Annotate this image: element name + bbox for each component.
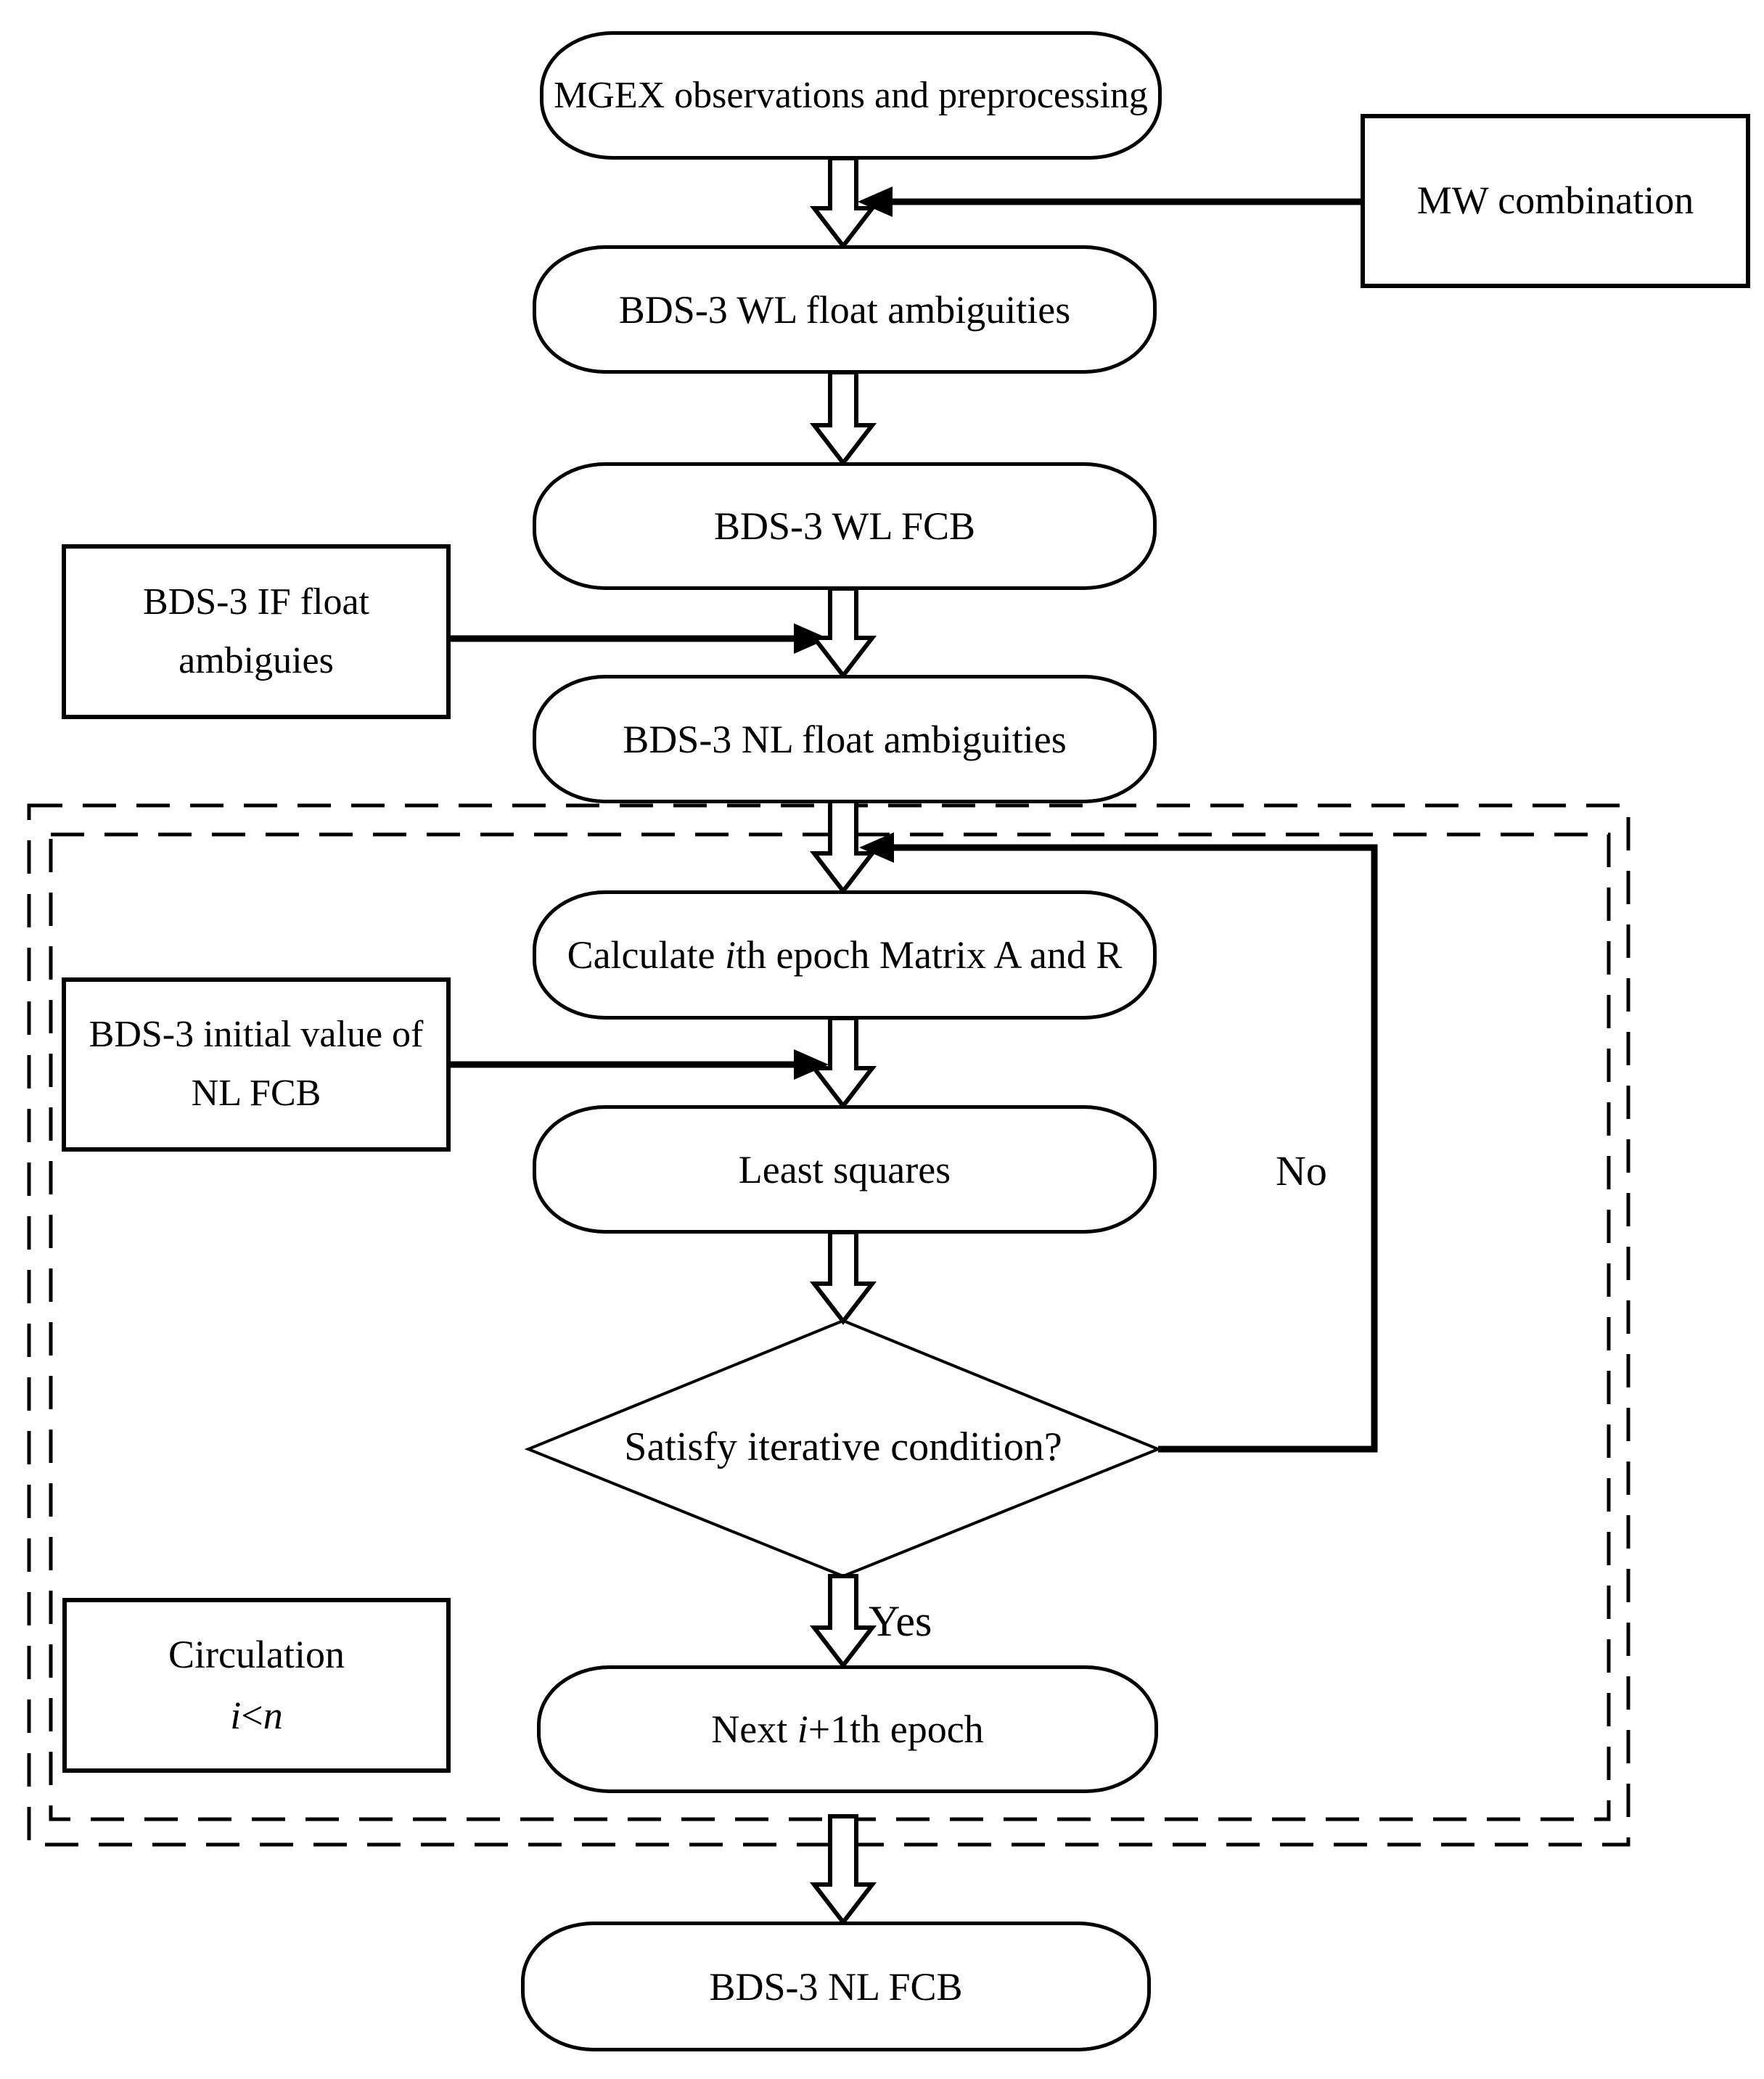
if-float-connector-arrowhead-icon: [794, 623, 829, 654]
node-nl-float-label: BDS-3 NL float ambiguities: [623, 717, 1067, 761]
mw-connector-arrowhead-icon: [858, 186, 893, 217]
down-arrow-icon-6: [809, 1230, 877, 1325]
node-calculate-matrix: Calculate ith epoch Matrix A and R: [533, 890, 1157, 1020]
circulation-label-line1: Circulation: [168, 1632, 345, 1676]
circulation-operator: <: [241, 1693, 263, 1737]
no-feedback-line: [894, 844, 1378, 1453]
circulation-label-line2: i<n: [230, 1686, 282, 1747]
down-arrow-icon-yes: [809, 1574, 877, 1669]
next-epoch-label-var-i: i: [797, 1707, 808, 1751]
initial-value-label-line1: BDS-3 initial value of: [89, 1014, 424, 1056]
node-initial-value-nl-fcb: BDS-3 initial value of NL FCB: [62, 977, 451, 1152]
down-arrow-icon-4: [809, 798, 877, 895]
down-arrow-icon-3: [809, 586, 877, 679]
node-wl-fcb: BDS-3 WL FCB: [533, 462, 1157, 590]
down-arrow-icon-5: [809, 1016, 877, 1110]
node-calculate-label: Calculate ith epoch Matrix A and R: [567, 932, 1123, 977]
node-mgex-observations: MGEX observations and preprocessing: [540, 31, 1162, 160]
down-arrow-icon-2: [809, 370, 877, 467]
next-epoch-label-post: +1th epoch: [808, 1707, 984, 1751]
node-next-epoch-label: Next i+1th epoch: [711, 1707, 983, 1752]
initial-value-label-line2: NL FCB: [191, 1073, 321, 1114]
node-mw-combination-label: MW combination: [1416, 179, 1694, 223]
circulation-var-n: n: [263, 1693, 283, 1737]
node-nl-fcb-result: BDS-3 NL FCB: [521, 1922, 1151, 2051]
node-wl-float-ambiguities: BDS-3 WL float ambiguities: [533, 245, 1157, 374]
node-least-squares: Least squares: [533, 1105, 1157, 1234]
node-next-epoch: Next i+1th epoch: [537, 1665, 1158, 1793]
if-float-label-line2: ambiguies: [179, 639, 334, 681]
edge-label-no: No: [1276, 1147, 1327, 1194]
node-least-squares-label: Least squares: [738, 1147, 951, 1192]
down-arrow-icon-1: [809, 156, 877, 250]
next-epoch-label-pre: Next: [711, 1707, 797, 1751]
if-float-label-line1: BDS-3 IF float: [143, 581, 369, 623]
node-nl-fcb-label: BDS-3 NL FCB: [709, 1964, 963, 2009]
node-wl-fcb-label: BDS-3 WL FCB: [713, 504, 976, 548]
node-wl-float-label: BDS-3 WL float ambiguities: [618, 287, 1071, 332]
edge-label-yes: Yes: [869, 1597, 932, 1645]
down-arrow-icon-7: [809, 1814, 877, 1926]
node-decision-label: Satisfy iterative condition?: [624, 1424, 1062, 1469]
node-if-float-ambiguities: BDS-3 IF float ambiguies: [62, 544, 451, 719]
no-feedback-arrowhead-icon: [859, 832, 894, 863]
calculate-label-post: th epoch Matrix A and R: [735, 933, 1123, 977]
node-nl-float-ambiguities: BDS-3 NL float ambiguities: [533, 675, 1157, 803]
node-circulation-condition: Circulation i<n: [62, 1598, 451, 1773]
node-mgex-label: MGEX observations and preprocessing: [554, 75, 1148, 116]
initial-value-connector-arrowhead-icon: [794, 1049, 829, 1080]
node-mw-combination: MW combination: [1361, 114, 1750, 288]
calculate-label-pre: Calculate: [567, 933, 725, 977]
calculate-label-var-i: i: [724, 933, 736, 977]
circulation-var-i: i: [230, 1693, 242, 1737]
